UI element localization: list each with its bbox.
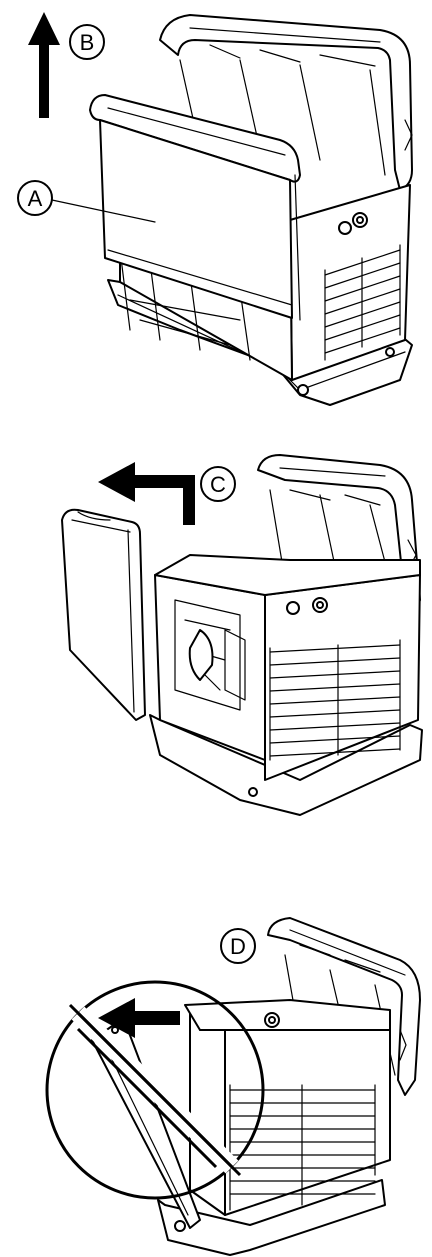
panel-bottom: D [45, 917, 421, 1256]
callout-a: A [17, 180, 156, 223]
louvers-top [324, 244, 401, 361]
callout-c: C [200, 466, 236, 502]
callout-b-label: B [80, 30, 95, 55]
arrow-left-icon [98, 998, 180, 1038]
panel-middle: C [61, 454, 423, 816]
arrow-turn-left-icon [98, 462, 195, 525]
callout-b: B [69, 24, 105, 60]
callout-d: D [220, 928, 256, 964]
panel-top: B A [17, 12, 413, 406]
callout-a-label: A [28, 186, 43, 211]
callout-c-label: C [210, 472, 226, 497]
callout-d-label: D [230, 934, 246, 959]
louvers-bottom [229, 1084, 376, 1211]
prohibited-icon [45, 980, 265, 1200]
louvers-middle [269, 639, 401, 761]
arrow-up-icon [28, 12, 60, 118]
